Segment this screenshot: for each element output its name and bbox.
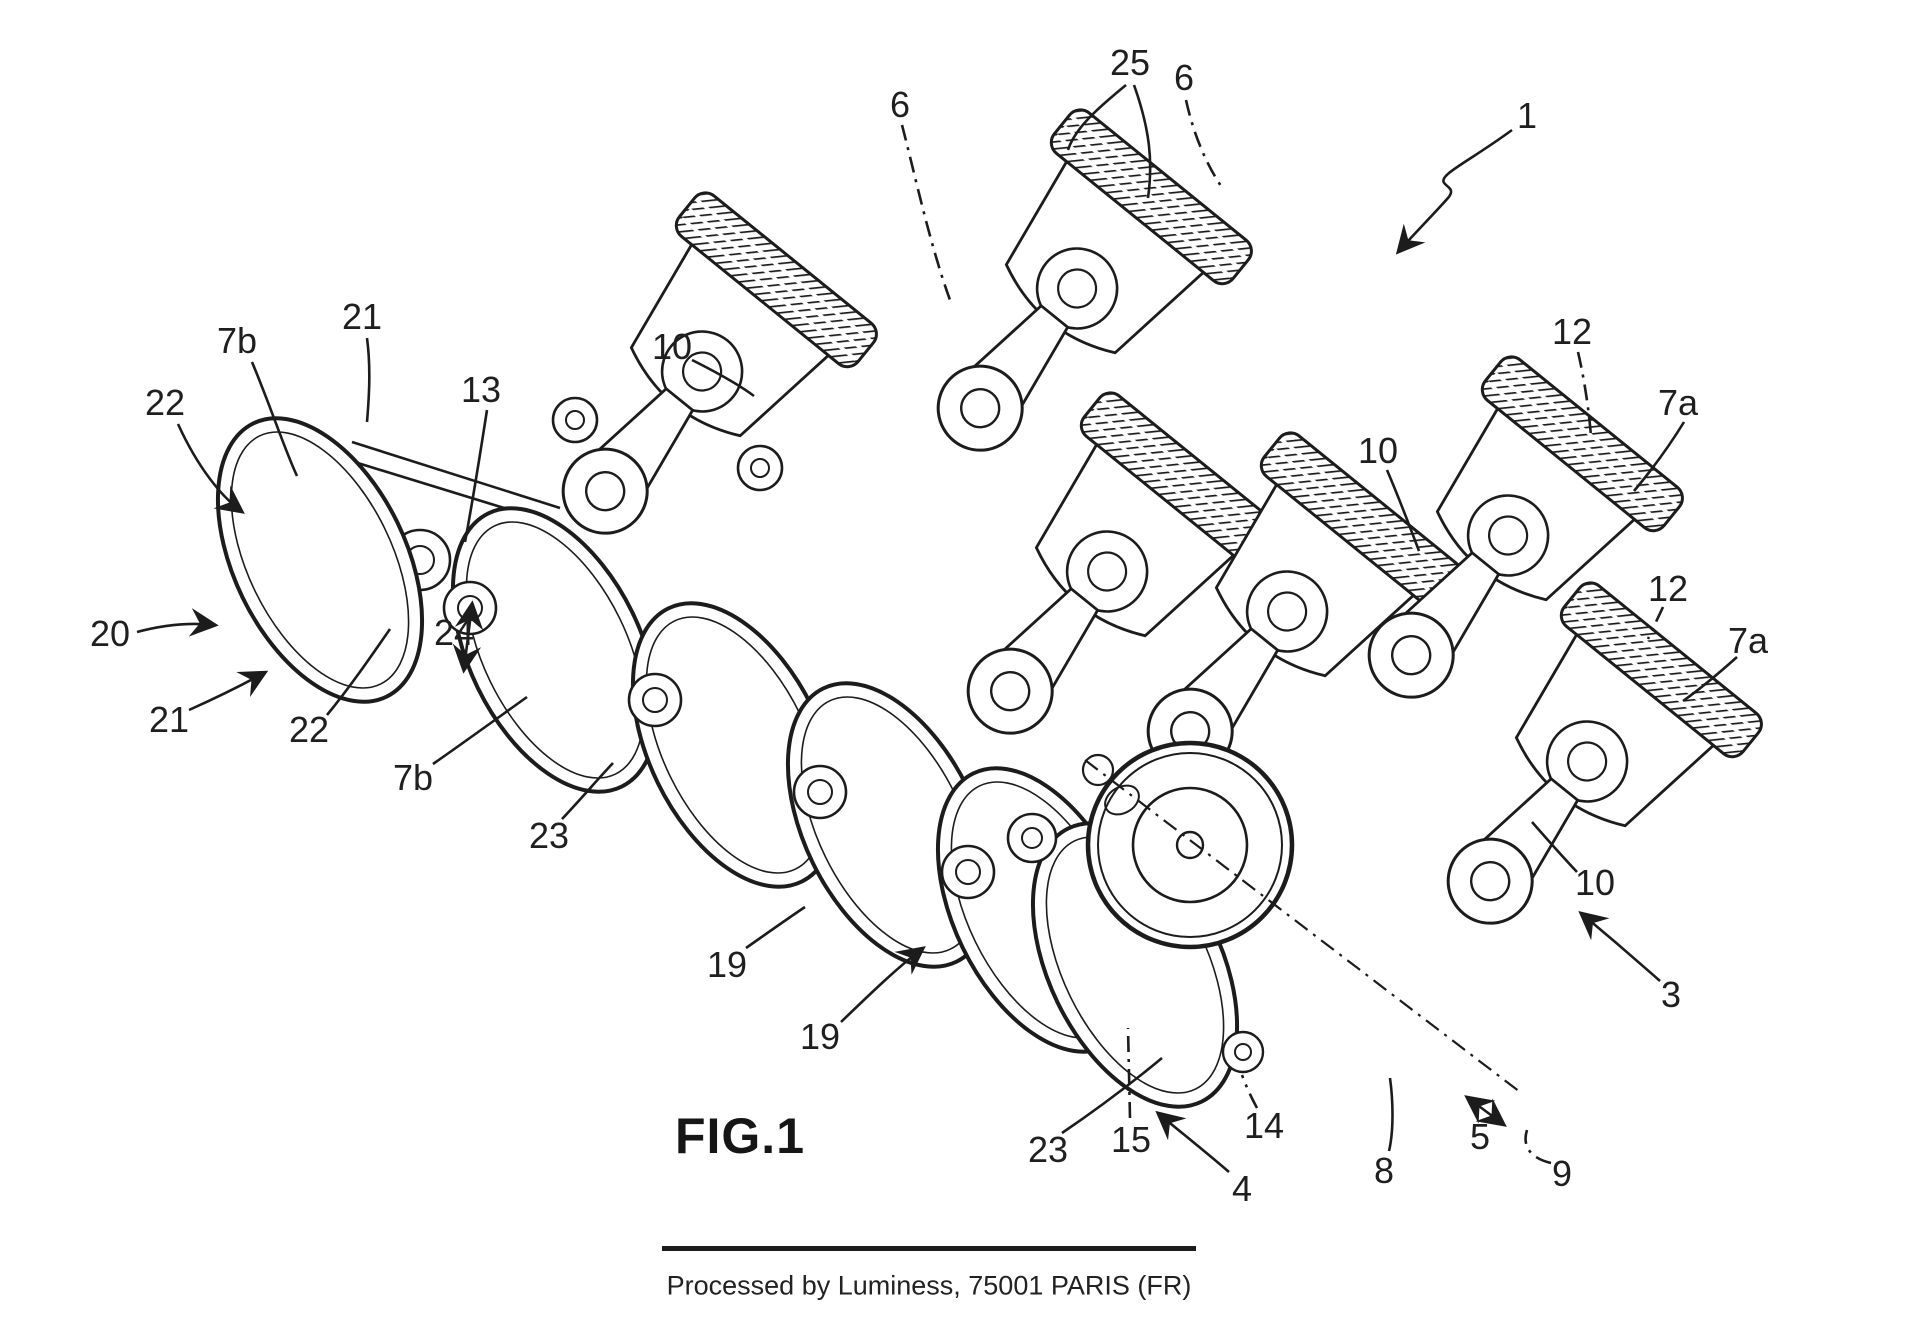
- leader-3-arrow: [1582, 914, 1660, 981]
- crank-journal: [629, 674, 681, 726]
- ref-label-19-21: 19: [800, 1019, 840, 1055]
- ref-label-5-29: 5: [1470, 1119, 1490, 1155]
- ref-label-8-28: 8: [1374, 1153, 1394, 1189]
- ref-label-22-17: 22: [289, 712, 329, 748]
- ref-label-14-26: 14: [1244, 1108, 1284, 1144]
- ref-label-22-6: 22: [145, 385, 185, 421]
- leader-1-squiggle: [1399, 130, 1512, 251]
- leader-19-upper: [746, 907, 805, 948]
- crank-journal: [794, 766, 846, 818]
- ref-label-9-30: 9: [1552, 1156, 1572, 1192]
- leader-8: [1389, 1078, 1393, 1151]
- leader-14: [1242, 1075, 1257, 1108]
- ref-label-21-5: 21: [342, 299, 382, 335]
- crank-journal: [942, 846, 994, 898]
- ref-label-4-27: 4: [1232, 1171, 1252, 1207]
- ref-label-10-22: 10: [1575, 865, 1615, 901]
- leader-4-arrow: [1159, 1114, 1229, 1172]
- ref-label-10-11: 10: [1358, 433, 1398, 469]
- ref-label-25-1: 25: [1110, 45, 1150, 81]
- ref-label-12-14: 12: [1648, 571, 1688, 607]
- leader-19-lower: [841, 949, 922, 1022]
- leader-9: [1526, 1130, 1551, 1163]
- ref-label-7a-10: 7a: [1658, 385, 1698, 421]
- ref-label-23-19: 23: [529, 818, 569, 854]
- ref-label-23-24: 23: [1028, 1132, 1068, 1168]
- ref-label-1-3: 1: [1517, 98, 1537, 134]
- leader-6-left: [902, 125, 950, 300]
- ref-label-7b-18: 7b: [393, 760, 433, 796]
- ref-label-6-2: 6: [1174, 60, 1194, 96]
- ref-label-24-13: 24: [434, 615, 474, 651]
- piston-cylinder-6-right: [864, 104, 1257, 513]
- ref-label-20-12: 20: [90, 616, 130, 652]
- ref-label-13-7: 13: [461, 372, 501, 408]
- leader-21-bottom: [189, 673, 264, 710]
- ref-label-12-9: 12: [1552, 314, 1592, 350]
- ref-label-6-0: 6: [890, 87, 910, 123]
- footer-text: Processed by Luminess, 75001 PARIS (FR): [667, 1271, 1192, 1302]
- footer-rule: [662, 1246, 1196, 1251]
- leader-21-top: [367, 338, 369, 422]
- ref-label-10-8: 10: [652, 329, 692, 365]
- ref-label-21-16: 21: [149, 702, 189, 738]
- ref-label-3-23: 3: [1661, 977, 1681, 1013]
- ref-label-15-25: 15: [1111, 1122, 1151, 1158]
- ref-label-7b-4: 7b: [217, 323, 257, 359]
- ref-label-19-20: 19: [707, 947, 747, 983]
- figure-caption: FIG.1: [675, 1107, 805, 1165]
- leader-20-arrow: [137, 624, 214, 632]
- leader-6-right: [1186, 100, 1221, 186]
- ref-label-7a-15: 7a: [1728, 623, 1768, 659]
